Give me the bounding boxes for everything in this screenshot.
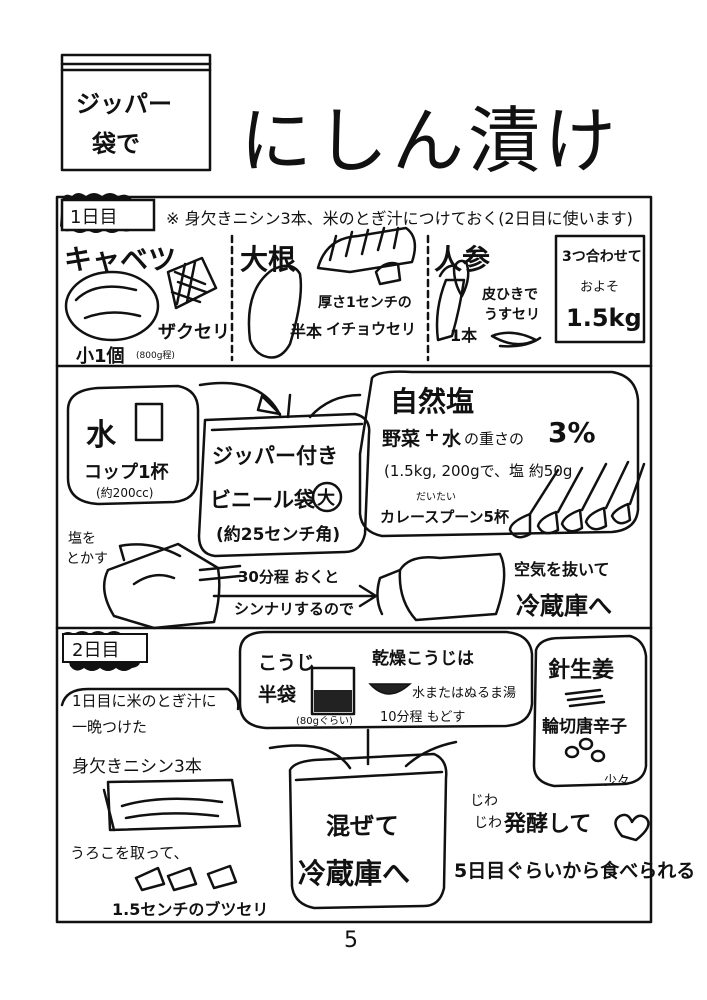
mix-line2: 冷蔵庫へ	[298, 857, 411, 890]
herring-note-line1: 1日目に米のとぎ汁に	[72, 692, 217, 710]
little: 少々	[604, 774, 631, 789]
daikon-cut-line1: 厚さ1センチの	[318, 295, 412, 311]
salt-formula-b: 水	[442, 428, 462, 450]
carrot-cut-line1: 皮ひきで	[482, 287, 538, 303]
salt-formula-a: 野菜	[382, 428, 421, 450]
salt-formula-mid: の重さの	[464, 430, 525, 448]
daikon-cut-line2: イチョウセリ	[326, 320, 417, 338]
ferment-small-1: じわ	[470, 793, 498, 809]
salt-calc: (1.5kg, 200gで、塩 約50g	[384, 462, 573, 480]
day2-label: 2日目	[72, 640, 120, 661]
koji-dry: 乾燥こうじは	[372, 649, 474, 669]
koji-weight: (80gぐらい)	[296, 716, 353, 727]
ferment: 発酵して	[504, 812, 592, 837]
salt-spoons: カレースプーン5杯	[380, 508, 509, 526]
water-amount: コップ1杯	[84, 462, 169, 483]
mix-line1: 混ぜて	[326, 812, 399, 840]
bag-line2: ビニール袋	[210, 488, 315, 512]
herring-cut: 1.5センチのブツセリ	[112, 900, 269, 919]
chili: 輪切唐辛子	[542, 717, 627, 737]
koji-name-line1: こうじ	[258, 652, 316, 674]
total-value: 1.5kg	[566, 304, 642, 332]
page-number: 5	[344, 928, 358, 953]
ferment-small-2: じわ	[474, 815, 502, 831]
wait-line1: 30分程 おくと	[238, 568, 340, 586]
ginger: 針生姜	[548, 658, 615, 683]
cabbage-cut: ザクセリ	[158, 322, 230, 343]
page-title: にしん漬け	[240, 99, 621, 183]
wait-line2: シンナリするので	[234, 600, 355, 618]
herring-note-line2: 一晩つけた	[72, 718, 148, 736]
cabbage-amount: 小1個	[76, 346, 125, 367]
day1-label: 1日目	[70, 207, 118, 228]
daikon-name: 大根	[240, 243, 297, 276]
water-amount-sub: (約200cc)	[96, 486, 154, 500]
dissolve-line2: とかす	[66, 551, 108, 567]
tag-line-2: 袋で	[92, 130, 140, 158]
fridge-line1: 空気を抜いて	[514, 560, 610, 579]
cabbage-amount-sub: (800g程)	[136, 351, 175, 361]
carrot-amount: 1本	[450, 326, 478, 345]
salt-approx: だいたい	[416, 492, 456, 503]
bag-line1: ジッパー付き	[212, 444, 338, 468]
koji-time: 10分程 もどす	[380, 710, 466, 725]
total-line1: 3つ合わせて	[562, 249, 642, 265]
daikon-amount: 半本	[290, 322, 323, 341]
eat-note: 5日目ぐらいから食べられる	[454, 860, 696, 882]
tag-line-1: ジッパー	[76, 90, 172, 118]
cabbage-name: キャベツ	[64, 243, 177, 276]
bag-size-mark: 大	[317, 488, 335, 509]
koji-name-line2: 半袋	[258, 684, 297, 706]
carrot-cut-line2: うすセリ	[484, 307, 540, 323]
carrot-name: 人参	[434, 243, 491, 276]
koji-water: 水またはぬるま湯	[412, 686, 517, 701]
fridge-line2: 冷蔵庫へ	[516, 592, 612, 620]
scale-line: うろこを取って、	[70, 844, 189, 862]
salt-percent: 3%	[548, 416, 596, 449]
bag-line3: (約25センチ角)	[216, 525, 341, 545]
dissolve-line1: 塩を	[68, 531, 96, 547]
day1-note: ※ 身欠きニシン3本、米のとぎ汁につけておく(2日目に使います)	[166, 209, 633, 228]
total-line2: およそ	[580, 280, 620, 295]
herring-name: 身欠きニシン3本	[72, 757, 202, 777]
salt-formula-plus: +	[424, 424, 440, 446]
salt-title: 自然塩	[390, 385, 475, 418]
water-name: 水	[86, 418, 116, 453]
